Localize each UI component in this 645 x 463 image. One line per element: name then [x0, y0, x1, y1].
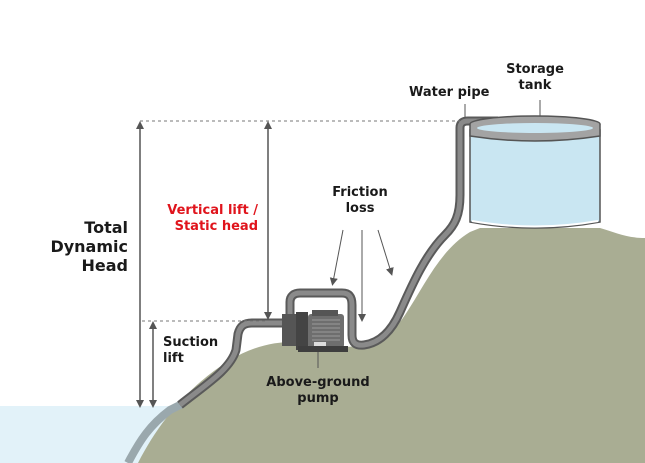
label-line: Vertical lift / — [167, 203, 258, 218]
total-dynamic-head-label: Total Dynamic Head — [44, 218, 128, 276]
suction-lift-label: Suction lift — [163, 335, 218, 366]
pump-label: Above-ground pump — [262, 375, 374, 406]
vertical-lift-label: Vertical lift / Static head — [158, 203, 258, 234]
water-pipe-label: Water pipe — [409, 85, 490, 100]
label-line: Friction — [332, 185, 388, 200]
label-line: Total — [84, 218, 128, 237]
label-line: pump — [297, 390, 339, 406]
label-line: Above-ground — [266, 375, 370, 390]
friction-arrow-3 — [377, 229, 394, 276]
friction-arrow-1 — [329, 229, 344, 286]
label-line: Static head — [174, 218, 258, 234]
label-line: Dynamic — [50, 237, 128, 257]
storage-tank-label: Storage tank — [502, 62, 568, 93]
label-line: Storage — [506, 62, 564, 77]
friction-loss-label: Friction loss — [328, 185, 392, 216]
label-line: Suction — [163, 335, 219, 350]
label-line: loss — [345, 200, 375, 216]
ground-hill — [138, 228, 645, 463]
label-line: lift — [163, 350, 184, 366]
label-line: Head — [81, 256, 129, 276]
storage-tank — [464, 100, 601, 229]
label-line: tank — [518, 77, 552, 93]
pump — [282, 310, 348, 368]
suction-pipe-underwater — [124, 400, 184, 463]
